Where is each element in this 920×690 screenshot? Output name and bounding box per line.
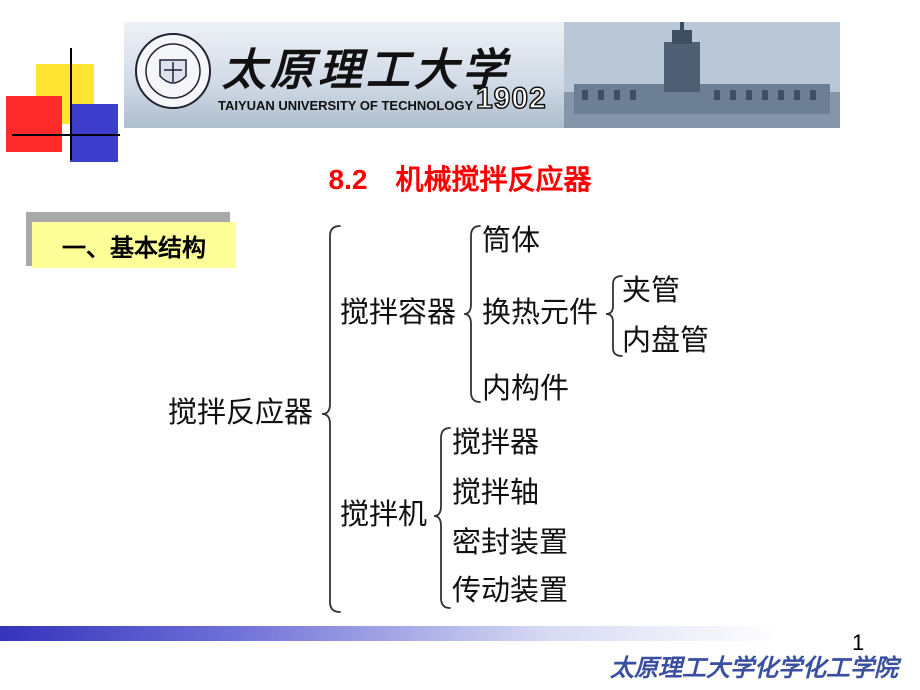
container-brace [463, 225, 481, 403]
node-shaft: 搅拌轴 [452, 475, 540, 509]
decor-blue-square [70, 104, 118, 162]
node-internals: 内构件 [482, 371, 570, 405]
footer-college-name: 太原理工大学化学化工学院 [610, 653, 898, 682]
node-coil: 内盘管 [622, 323, 710, 357]
root-brace [321, 225, 341, 613]
node-container: 搅拌容器 [340, 295, 457, 329]
decor-vertical-line [70, 48, 72, 160]
node-seal: 密封装置 [452, 525, 569, 559]
founding-year: 1902 [475, 81, 547, 116]
node-root: 搅拌反应器 [168, 395, 314, 429]
university-seal-icon [135, 33, 211, 109]
decor-horizontal-line [12, 134, 120, 136]
university-name-cn: 太原理工大学 [222, 45, 510, 96]
footer-gradient-bar [0, 626, 920, 641]
decor-red-square [6, 96, 62, 152]
section-heading: 一、基本结构 [32, 222, 236, 268]
node-agitator: 搅拌器 [452, 425, 540, 459]
heat-brace [605, 275, 623, 357]
university-name-en: TAIYUAN UNIVERSITY OF TECHNOLOGY [218, 98, 474, 113]
campus-building-image [564, 22, 840, 128]
node-drive: 传动装置 [452, 573, 569, 607]
page-number: 1 [852, 630, 865, 655]
slide-title: 8.2 机械搅拌反应器 [328, 164, 592, 195]
university-banner: 太原理工大学 TAIYUAN UNIVERSITY OF TECHNOLOGY … [124, 22, 840, 128]
node-heat-exchange: 换热元件 [482, 295, 599, 329]
mixer-brace [433, 427, 451, 609]
node-mixer: 搅拌机 [340, 497, 428, 531]
node-shell: 筒体 [482, 223, 541, 257]
node-jacket: 夹管 [622, 273, 681, 307]
